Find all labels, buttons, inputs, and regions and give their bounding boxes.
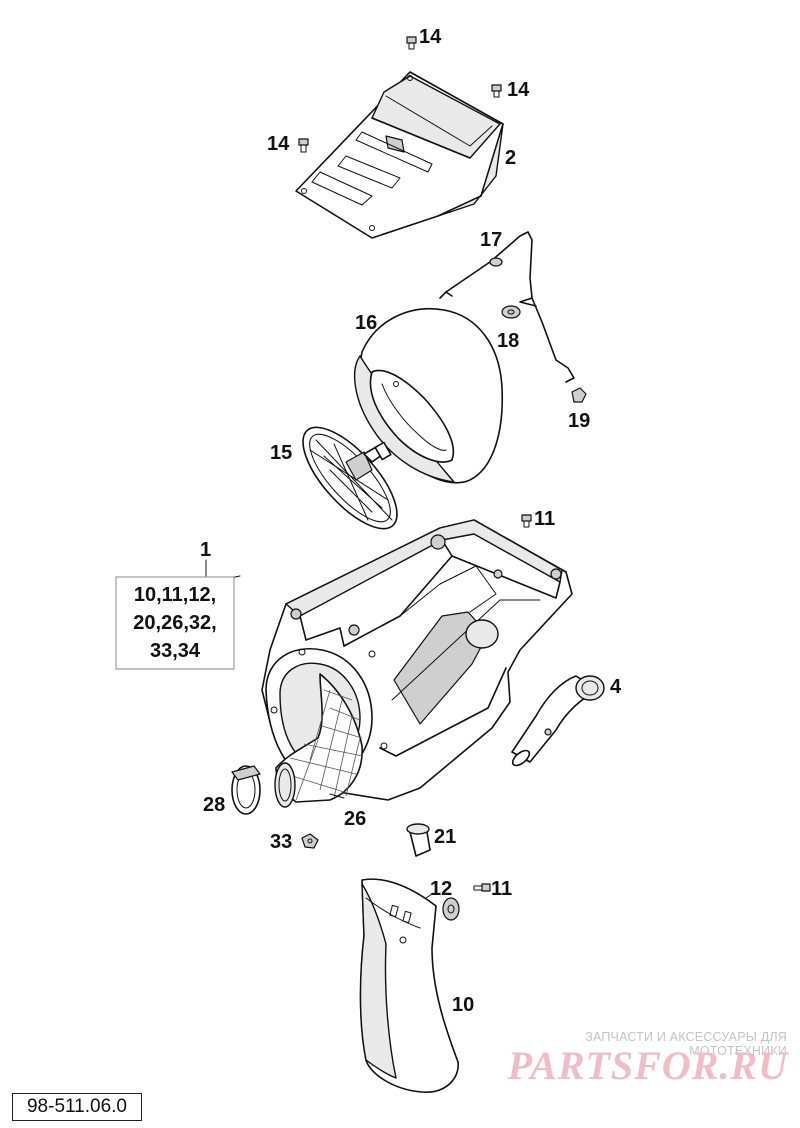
callout-11-upper: 11 (534, 508, 555, 530)
callout-18: 18 (497, 330, 519, 352)
part-4-breather-hose (511, 675, 605, 767)
callout-15: 15 (270, 442, 292, 464)
part-19-nut (571, 387, 587, 403)
screw-11-lower (473, 883, 491, 892)
callout-4: 4 (610, 676, 622, 698)
watermark-tagline: ЗАПЧАСТИ И АКСЕССУАРЫ ДЛЯ МОТОТЕХНИКИ (585, 1030, 787, 1058)
screw-14-right (491, 84, 502, 98)
screw-14-top (406, 36, 417, 50)
callout-10: 10 (452, 994, 474, 1016)
callout-14-left: 14 (267, 133, 290, 155)
callout-14-right: 14 (507, 79, 530, 101)
part-15-filter-cage (302, 426, 398, 530)
callout-2: 2 (505, 147, 516, 169)
screw-14-left (298, 138, 309, 153)
part-21-drain-plug (406, 823, 431, 857)
kit-contents-box (115, 576, 235, 670)
part-26-intake-boot (274, 673, 363, 808)
callout-14-top: 14 (419, 26, 442, 48)
callout-1: 1 (200, 539, 211, 561)
callout-11-lower: 11 (491, 878, 512, 900)
callout-28: 28 (203, 794, 225, 816)
kit-line-2: 20,26,32, (133, 612, 216, 634)
kit-line-3: 33,34 (150, 640, 201, 662)
kit-line-1: 10,11,12, (134, 584, 216, 606)
callout-16: 16 (355, 312, 377, 334)
callout-21: 21 (434, 826, 456, 848)
screw-11-upper (521, 514, 532, 528)
part-12-washer (442, 897, 460, 921)
part-18-washer (501, 305, 521, 319)
callout-33: 33 (270, 831, 292, 853)
callout-26: 26 (344, 808, 366, 830)
callout-12: 12 (430, 878, 452, 900)
part-17-filter-holder-wire (439, 231, 575, 383)
part-33-nut (301, 833, 319, 849)
part-16-air-filter (353, 308, 504, 484)
diagram-part-code: 98-511.06.0 (12, 1093, 142, 1121)
callout-17: 17 (480, 229, 502, 251)
part-2-airbox-cover (295, 71, 504, 239)
callout-19: 19 (568, 410, 590, 432)
part-10-mud-flap (359, 878, 459, 1093)
part-28-hose-clamp (231, 765, 261, 815)
watermark-logo: PARTSFOR.RU (507, 1043, 788, 1088)
